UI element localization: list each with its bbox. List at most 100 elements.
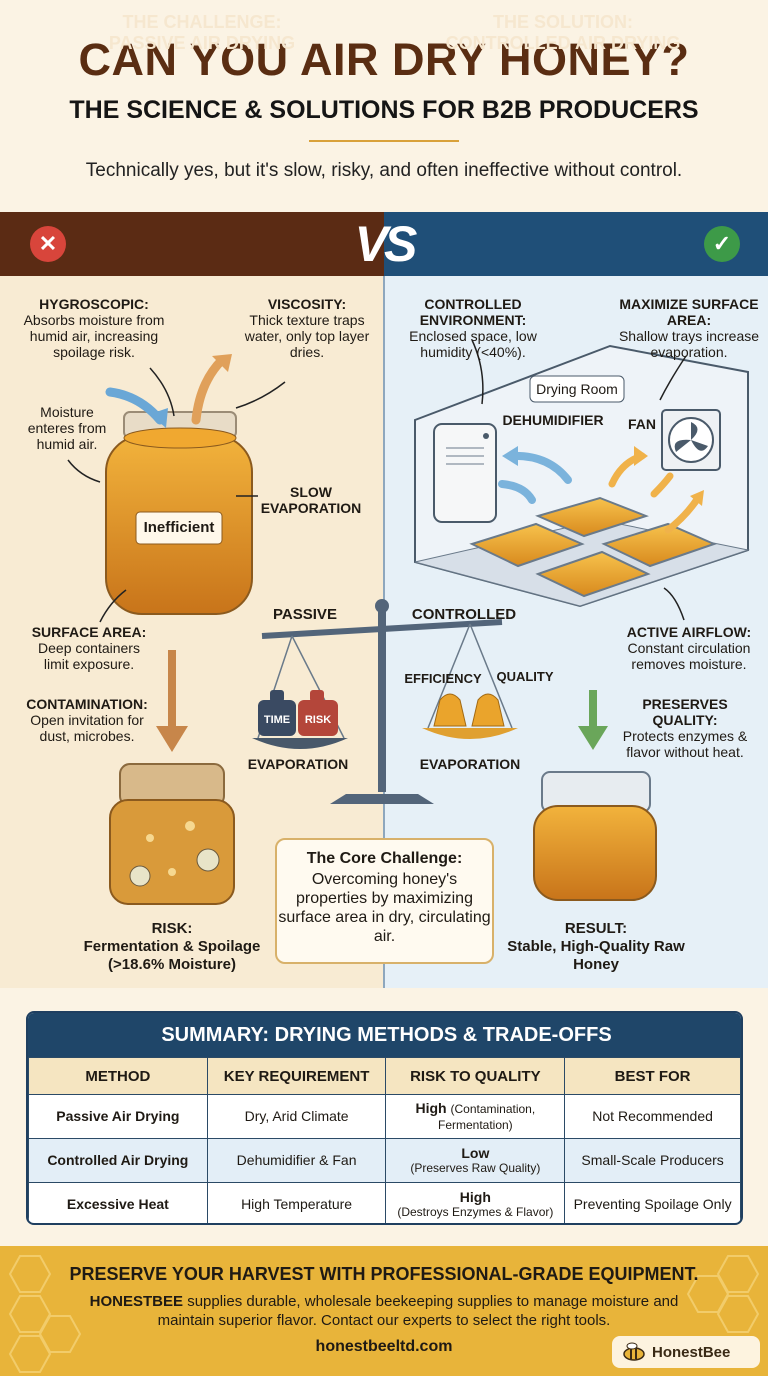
- core-challenge-box: The Core Challenge: Overcoming honey's p…: [275, 838, 494, 964]
- requirement-cell: Dry, Arid Climate: [206, 1094, 387, 1139]
- surface-area-text: Deep containers limit exposure.: [38, 640, 140, 672]
- bee-icon: [623, 1342, 645, 1361]
- honey-jar-icon: [105, 411, 253, 615]
- efficiency-label: EFFICIENCY: [404, 671, 482, 686]
- table-row: Excessive Heat High Temperature High(Des…: [28, 1182, 741, 1223]
- controlled-environment-note: CONTROLLED ENVIRONMENT: Enclosed space, …: [400, 296, 546, 360]
- risk-level: High: [415, 1099, 447, 1116]
- quality-label: QUALITY: [496, 669, 554, 684]
- table-row: Controlled Air Drying Dehumidifier & Fan…: [28, 1138, 741, 1183]
- airflow-arrows: [471, 339, 704, 621]
- preserves-quality-title: PRESERVES QUALITY:: [642, 696, 728, 728]
- column-header: BEST FOR: [564, 1057, 741, 1095]
- x-icon: ✕: [30, 226, 66, 262]
- drying-room-label: Drying Room: [536, 381, 618, 397]
- active-airflow-text: Constant circulation removes moisture.: [627, 640, 751, 672]
- risk-level: Low: [461, 1144, 490, 1161]
- surface-area-note: SURFACE AREA: Deep containers limit expo…: [26, 624, 152, 672]
- surface-area-title: SURFACE AREA:: [31, 624, 147, 640]
- viscosity-title: VISCOSITY:: [267, 296, 347, 312]
- footer-text: HONESTBEE supplies durable, wholesale be…: [80, 1292, 688, 1330]
- spoiled-jar-icon: [109, 763, 235, 905]
- method-cell: Passive Air Drying: [28, 1094, 208, 1139]
- risk-weight-label: RISK: [304, 714, 332, 726]
- solution-heading-line1: THE SOLUTION:: [493, 12, 633, 32]
- page-title: CAN YOU AIR DRY HONEY?: [78, 34, 690, 85]
- challenge-heading: THE CHALLENGE: PASSIVE AIR DRYING: [72, 12, 332, 54]
- risk-text: Fermentation & Spoilage (>18.6% Moisture…: [83, 938, 261, 973]
- solution-heading-line2: CONTROLLED AIR DRYING: [445, 33, 681, 53]
- risk-title: RISK:: [151, 920, 193, 937]
- summary-table: METHOD KEY REQUIREMENT RISK TO QUALITY B…: [28, 1057, 741, 1223]
- fan-icon: [661, 409, 721, 471]
- hygroscopic-note: HYGROSCOPIC: Absorbs moisture from humid…: [14, 296, 174, 360]
- active-airflow-title: ACTIVE AIRFLOW:: [626, 624, 752, 640]
- risk-note: (Destroys Enzymes & Flavor): [397, 1204, 554, 1219]
- best-for-cell: Not Recommended: [564, 1094, 741, 1139]
- logo-text: HonestBee: [652, 1344, 731, 1361]
- controlled-environment-text: Enclosed space, low humidity (<40%).: [409, 328, 537, 360]
- viscosity-note: VISCOSITY: Thick texture traps water, on…: [244, 296, 370, 360]
- moisture-arrows: [67, 354, 286, 623]
- method-cell: Excessive Heat: [28, 1182, 208, 1223]
- down-arrow-icon: [156, 650, 188, 752]
- result-note: RESULT: Stable, High-Quality Raw Honey: [506, 920, 686, 974]
- footer-headline: PRESERVE YOUR HARVEST WITH PROFESSIONAL-…: [69, 1264, 699, 1284]
- contamination-note: CONTAMINATION: Open invitation for dust,…: [22, 696, 152, 744]
- risk-note: RISK: Fermentation & Spoilage (>18.6% Mo…: [72, 920, 272, 974]
- balance-scale-icon: [252, 599, 518, 804]
- honeycomb-icon: [8, 1255, 760, 1373]
- summary-title: SUMMARY: DRYING METHODS & TRADE-OFFS: [28, 1013, 741, 1057]
- footer-url-link[interactable]: honestbeeltd.com: [315, 1338, 453, 1355]
- table-row: Passive Air Drying Dry, Arid Climate Hig…: [28, 1094, 741, 1139]
- viscosity-text: Thick texture traps water, only top laye…: [244, 312, 370, 360]
- column-header: RISK TO QUALITY: [385, 1057, 566, 1095]
- green-down-arrow-icon: [578, 690, 608, 750]
- active-airflow-note: ACTIVE AIRFLOW: Constant circulation rem…: [616, 624, 762, 672]
- vs-mark: VS: [354, 216, 418, 272]
- core-challenge-title: The Core Challenge:: [306, 850, 463, 867]
- controlled-label: CONTROLLED: [411, 606, 517, 623]
- method-cell: Controlled Air Drying: [28, 1138, 208, 1183]
- risk-cell: High(Destroys Enzymes & Flavor): [385, 1182, 566, 1223]
- table-header-row: METHOD KEY REQUIREMENT RISK TO QUALITY B…: [28, 1057, 741, 1095]
- best-for-cell: Preventing Spoilage Only: [564, 1182, 741, 1223]
- title-divider: [309, 140, 459, 142]
- moisture-enters-note: Moisture enteres from humid air.: [27, 404, 107, 452]
- logo: HonestBee: [612, 1336, 760, 1368]
- intro-text: Technically yes, but it's slow, risky, a…: [85, 160, 683, 181]
- jar-label: Inefficient: [143, 519, 215, 536]
- risk-level: High: [459, 1188, 491, 1205]
- illustration-canvas: [67, 339, 750, 905]
- honey-trays: [469, 496, 717, 598]
- maximize-surface-text: Shallow trays increase evaporation.: [618, 328, 760, 360]
- contamination-text: Open invitation for dust, microbes.: [30, 712, 144, 744]
- footer-brand: HONESTBEE: [89, 1293, 184, 1310]
- best-for-cell: Small-Scale Producers: [564, 1138, 741, 1183]
- requirement-cell: Dehumidifier & Fan: [206, 1138, 387, 1183]
- challenge-heading-line1: THE CHALLENGE:: [122, 12, 282, 32]
- requirement-cell: High Temperature: [206, 1182, 387, 1223]
- challenge-heading-line2: PASSIVE AIR DRYING: [108, 33, 296, 53]
- contamination-title: CONTAMINATION:: [26, 696, 148, 712]
- risk-note: (Contamination, Fermentation): [437, 1101, 536, 1132]
- preserves-quality-text: Protects enzymes & flavor without heat.: [622, 728, 748, 760]
- maximize-surface-note: MAXIMIZE SURFACE AREA: Shallow trays inc…: [618, 296, 760, 360]
- controlled-environment-title: CONTROLLED ENVIRONMENT:: [419, 296, 527, 328]
- result-title: RESULT:: [564, 920, 628, 937]
- hygroscopic-title: HYGROSCOPIC:: [39, 296, 149, 312]
- maximize-surface-title: MAXIMIZE SURFACE AREA:: [619, 296, 759, 328]
- left-evaporation-caption: EVAPORATION: [247, 756, 349, 772]
- passive-label: PASSIVE: [273, 606, 337, 623]
- result-text: Stable, High-Quality Raw Honey: [507, 938, 685, 973]
- footer-body: supplies durable, wholesale beekeeping s…: [157, 1293, 679, 1329]
- dehumidifier-icon: [433, 423, 497, 523]
- time-weight-label: TIME: [263, 714, 291, 726]
- preserves-quality-note: PRESERVES QUALITY: Protects enzymes & fl…: [608, 696, 762, 760]
- core-challenge-text: Overcoming honey's properties by maximiz…: [278, 871, 491, 945]
- column-header: KEY REQUIREMENT: [206, 1057, 387, 1095]
- right-evaporation-caption: EVAPORATION: [419, 756, 521, 772]
- solution-heading: THE SOLUTION: CONTROLLED AIR DRYING: [428, 12, 698, 54]
- header: CAN YOU AIR DRY HONEY? THE SCIENCE & SOL…: [0, 0, 768, 212]
- dehumidifier-label: DEHUMIDIFIER: [502, 412, 604, 428]
